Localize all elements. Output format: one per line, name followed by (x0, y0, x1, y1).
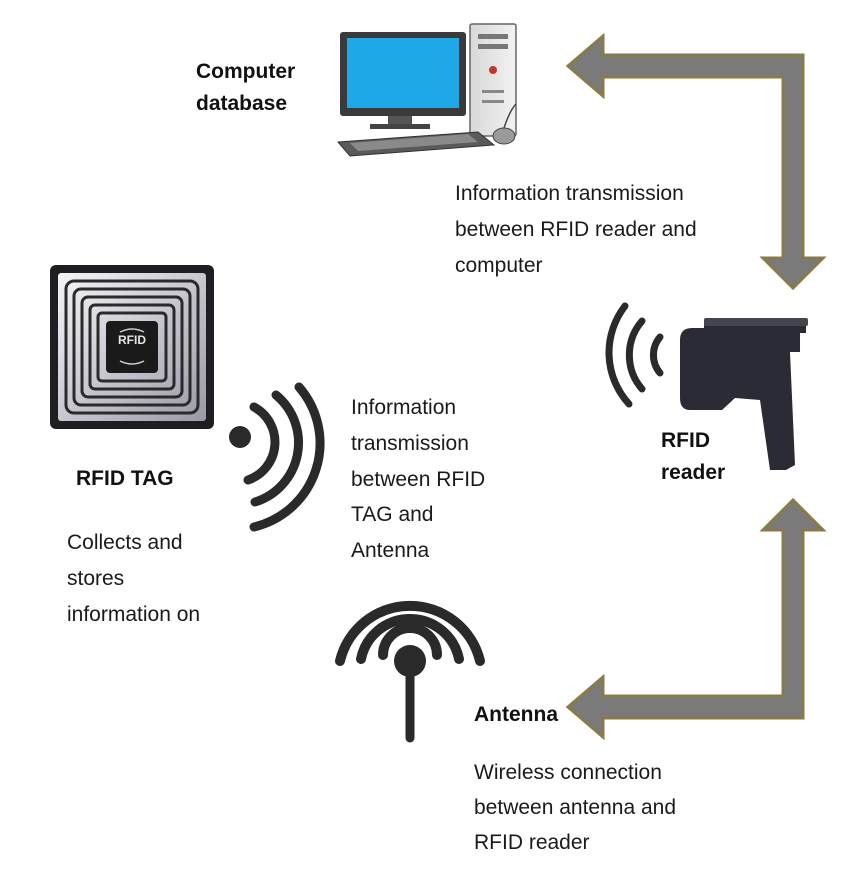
rfid-reader-gun-icon (605, 302, 808, 470)
tag-antenna-text-line1: Information (351, 396, 457, 419)
antenna-desc-line2: between antenna and (474, 796, 677, 819)
tag-antenna-text-line4: TAG and (351, 503, 434, 526)
tag-chip-text: RFID (118, 333, 146, 347)
desktop-computer-icon (336, 23, 517, 157)
antenna-broadcast-icon (335, 600, 485, 743)
tag-antenna-text-line5: Antenna (351, 539, 430, 562)
reader-label-line2: reader (661, 461, 726, 484)
tag-desc-line3: information on (67, 603, 201, 626)
reader-label-line1: RFID (661, 429, 710, 452)
rfid-tag-icon (50, 265, 214, 429)
computer-label-line2: database (196, 92, 288, 115)
reader-computer-text-line1: Information transmission (455, 182, 684, 205)
arrow-reader-computer (565, 32, 827, 291)
tag-desc-line2: stores (67, 567, 125, 590)
reader-computer-text-line2: between RFID reader and (455, 218, 697, 241)
tag-desc-line1: Collects and (67, 531, 183, 554)
reader-computer-text-line3: computer (455, 254, 543, 277)
tag-antenna-text-line3: between RFID (351, 468, 486, 491)
computer-label-line1: Computer (196, 60, 296, 83)
tag-antenna-text-line2: transmission (351, 432, 469, 455)
antenna-label: Antenna (474, 703, 558, 726)
tag-signal-waves-icon (229, 382, 325, 532)
antenna-desc-line1: Wireless connection (474, 761, 662, 784)
antenna-desc-line3: RFID reader (474, 831, 590, 854)
tag-label: RFID TAG (76, 467, 174, 490)
arrow-antenna-reader (565, 497, 827, 741)
